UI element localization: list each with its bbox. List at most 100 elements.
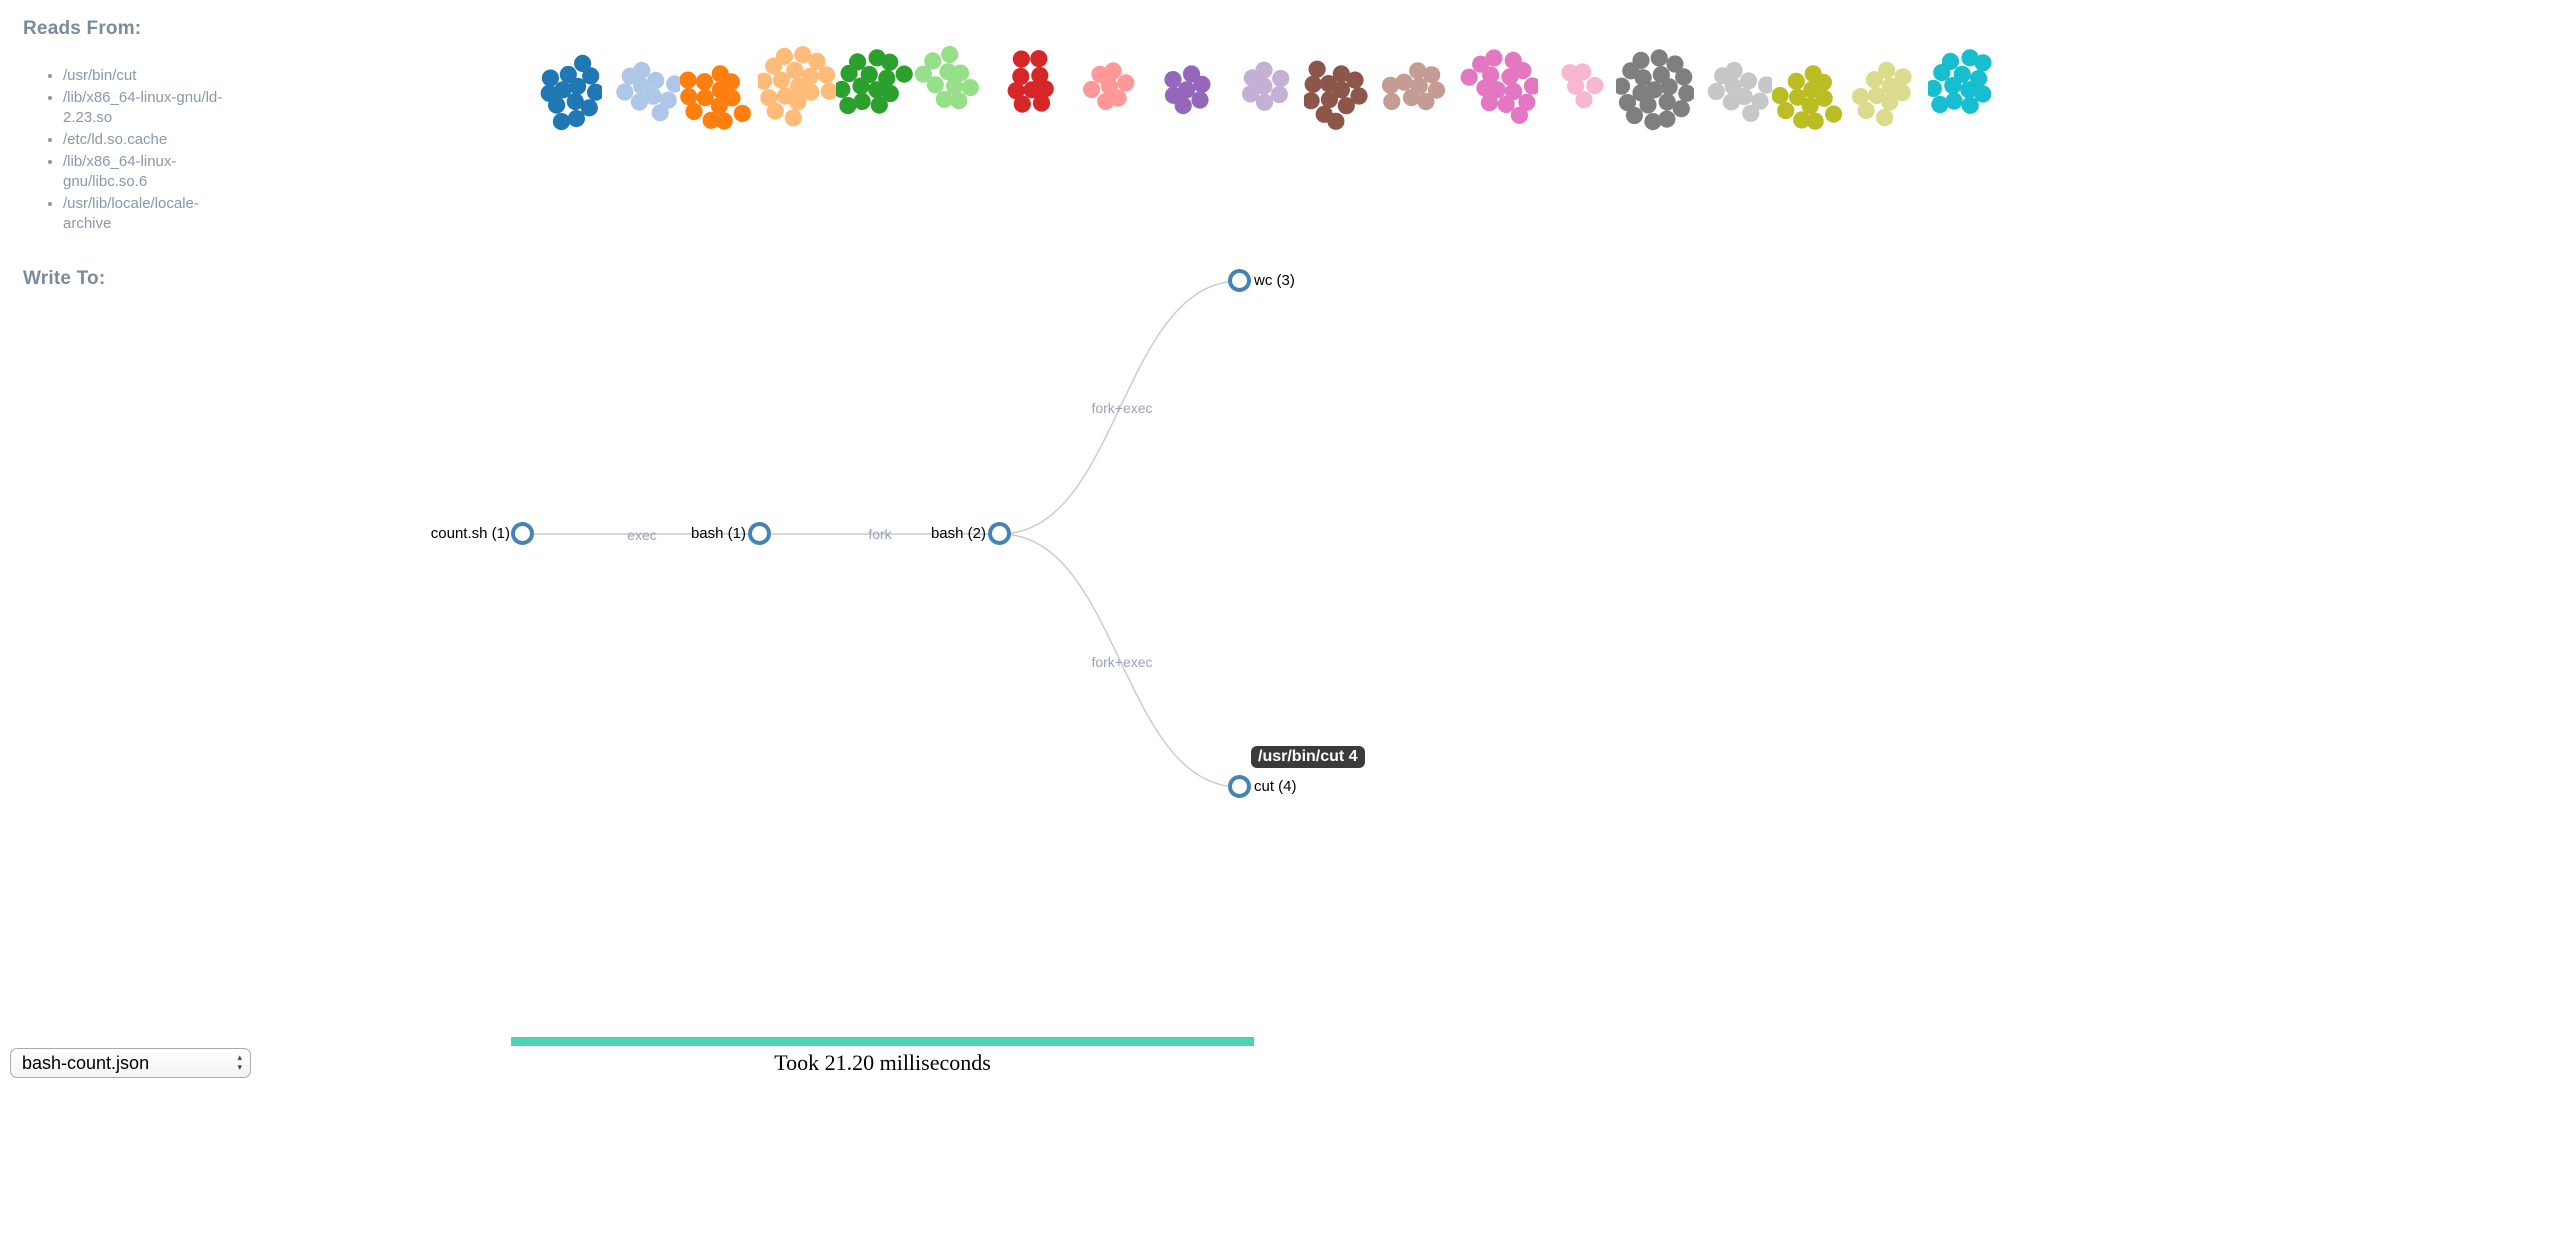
- file-dot[interactable]: [1320, 90, 1338, 109]
- file-dot[interactable]: [1518, 93, 1536, 111]
- file-cluster[interactable]: [524, 40, 602, 136]
- file-dot[interactable]: [1961, 96, 1979, 114]
- file-dot[interactable]: [1658, 93, 1676, 111]
- file-cluster[interactable]: [914, 40, 992, 136]
- file-dot[interactable]: [1270, 85, 1288, 104]
- file-dot[interactable]: [630, 93, 648, 111]
- file-dot[interactable]: [1814, 73, 1832, 91]
- file-dot[interactable]: [1575, 91, 1593, 109]
- file-dot[interactable]: [1742, 104, 1760, 122]
- file-dot[interactable]: [1402, 89, 1421, 107]
- file-dot[interactable]: [680, 71, 697, 89]
- file-cluster[interactable]: [1772, 40, 1850, 136]
- file-dot[interactable]: [651, 104, 669, 122]
- file-dot[interactable]: [659, 91, 677, 109]
- file-dot[interactable]: [1567, 77, 1585, 95]
- file-dot[interactable]: [1944, 77, 1962, 95]
- file-dot[interactable]: [1030, 50, 1048, 68]
- file-dot[interactable]: [794, 46, 812, 64]
- file-dot[interactable]: [1772, 87, 1789, 105]
- file-dot[interactable]: [1876, 109, 1894, 127]
- file-dot[interactable]: [552, 113, 571, 131]
- file-select[interactable]: bash-count.json: [10, 1048, 251, 1078]
- file-dot[interactable]: [924, 52, 942, 70]
- file-dot[interactable]: [935, 90, 953, 108]
- file-dot[interactable]: [817, 66, 836, 84]
- file-dot[interactable]: [580, 99, 598, 117]
- file-dot[interactable]: [1672, 100, 1690, 118]
- file-dot[interactable]: [1675, 68, 1693, 86]
- file-dot[interactable]: [772, 71, 791, 89]
- file-dot[interactable]: [722, 73, 740, 91]
- file-dot[interactable]: [1644, 113, 1662, 131]
- file-dot[interactable]: [1618, 94, 1637, 112]
- file-dot[interactable]: [1013, 95, 1031, 113]
- file-dot[interactable]: [1427, 81, 1446, 99]
- file-dot[interactable]: [1510, 106, 1528, 124]
- file-dot[interactable]: [1893, 84, 1911, 102]
- file-dot[interactable]: [647, 71, 665, 89]
- file-dot[interactable]: [733, 104, 751, 122]
- file-dot[interactable]: [1023, 81, 1041, 99]
- file-dot[interactable]: [1666, 55, 1684, 73]
- file-cluster[interactable]: [1148, 40, 1226, 136]
- file-dot[interactable]: [1178, 81, 1196, 99]
- file-dot[interactable]: [961, 79, 979, 97]
- file-dot[interactable]: [914, 65, 932, 83]
- file-dot[interactable]: [775, 47, 793, 65]
- file-dot[interactable]: [766, 102, 784, 120]
- file-dot[interactable]: [776, 87, 795, 105]
- file-dot[interactable]: [1255, 93, 1274, 111]
- file-dot[interactable]: [633, 77, 651, 95]
- file-dot[interactable]: [1083, 80, 1101, 99]
- file-dot[interactable]: [1757, 76, 1772, 94]
- file-dot[interactable]: [784, 109, 802, 127]
- file-dot[interactable]: [1851, 88, 1870, 106]
- file-dot[interactable]: [1191, 91, 1209, 109]
- file-cluster[interactable]: [1382, 40, 1460, 136]
- file-dot[interactable]: [941, 45, 959, 64]
- file-dot[interactable]: [1751, 92, 1769, 110]
- file-dot[interactable]: [1104, 62, 1122, 80]
- file-dot[interactable]: [1346, 71, 1364, 89]
- file-dot[interactable]: [554, 81, 572, 99]
- file-dot[interactable]: [1658, 110, 1676, 128]
- file-dot[interactable]: [951, 64, 970, 82]
- file-dot[interactable]: [895, 65, 913, 83]
- file-dot[interactable]: [1724, 77, 1742, 95]
- file-dot[interactable]: [566, 92, 584, 111]
- file-dot[interactable]: [1320, 75, 1338, 93]
- file-dot[interactable]: [881, 84, 899, 103]
- file-cluster[interactable]: [1070, 40, 1148, 136]
- tree-node-bash-2[interactable]: [988, 522, 1011, 545]
- file-dot[interactable]: [1409, 62, 1427, 80]
- file-dot[interactable]: [1480, 94, 1498, 112]
- file-dot[interactable]: [1825, 105, 1843, 123]
- file-dot[interactable]: [1945, 92, 1963, 110]
- file-dot[interactable]: [760, 89, 778, 107]
- tree-node-bash-1[interactable]: [748, 522, 771, 545]
- file-dot[interactable]: [1007, 82, 1025, 100]
- file-dot[interactable]: [695, 73, 714, 91]
- file-dot[interactable]: [666, 75, 680, 93]
- file-dot[interactable]: [644, 87, 662, 105]
- file-dot[interactable]: [1505, 82, 1523, 101]
- file-cluster[interactable]: [1538, 40, 1616, 136]
- file-dot[interactable]: [1645, 81, 1663, 99]
- file-dot[interactable]: [786, 61, 804, 79]
- file-cluster[interactable]: [602, 40, 680, 136]
- file-dot[interactable]: [1304, 75, 1322, 93]
- file-dot[interactable]: [541, 69, 559, 87]
- file-dot[interactable]: [1725, 61, 1743, 80]
- file-dot[interactable]: [633, 61, 651, 79]
- tree-node-count-sh[interactable]: [511, 522, 534, 545]
- file-cluster[interactable]: [1616, 40, 1694, 136]
- file-dot[interactable]: [1241, 85, 1260, 103]
- file-dot[interactable]: [569, 77, 587, 95]
- file-dot[interactable]: [1878, 61, 1896, 79]
- file-dot[interactable]: [1304, 92, 1320, 110]
- file-dot[interactable]: [1031, 66, 1049, 85]
- file-dot[interactable]: [1383, 92, 1401, 110]
- file-dot[interactable]: [758, 72, 773, 90]
- file-cluster[interactable]: [1226, 40, 1304, 136]
